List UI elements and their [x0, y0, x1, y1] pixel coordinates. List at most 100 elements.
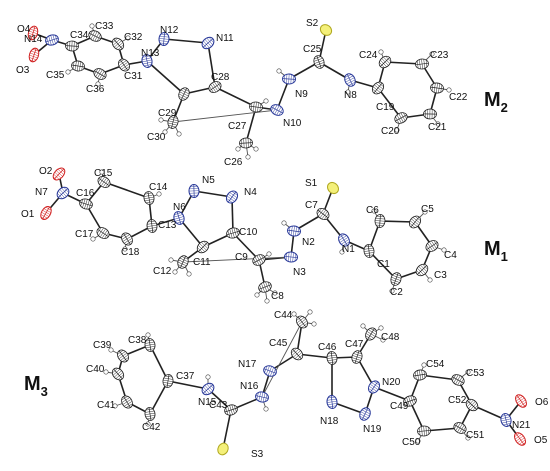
atom-label-c42: C42: [142, 422, 161, 433]
atom-label-n14: N14: [24, 34, 43, 45]
atom-n5: [188, 184, 200, 198]
atom-label-n11: N11: [216, 33, 234, 44]
hydrogen-atom: [380, 337, 386, 343]
atom-label-n13: N13: [141, 48, 160, 59]
atom-c36: [93, 68, 107, 80]
atom-c53: [451, 374, 465, 386]
atom-c7: [316, 208, 330, 220]
atom-c46: [326, 351, 338, 365]
bond-c37-n15: [167, 380, 209, 390]
atom-c52: [465, 398, 479, 412]
atom-label-c26: C26: [224, 157, 243, 168]
atom-label-o2: O2: [39, 166, 53, 177]
atom-label-o6: O6: [535, 397, 549, 408]
atom-label-c20: C20: [381, 126, 400, 137]
atom-o1: [40, 206, 52, 220]
atom-label-n7: N7: [35, 187, 48, 198]
atom-c22: [430, 82, 444, 94]
atom-label-c15: C15: [94, 168, 113, 179]
hydrogen-atom: [245, 154, 251, 160]
atom-label-c31: C31: [124, 71, 143, 82]
atom-label-c30: C30: [147, 132, 166, 143]
atom-label-n20: N20: [382, 377, 401, 388]
atom-n10: [270, 104, 284, 116]
atom-n1: [338, 233, 350, 247]
hydrogen-atom: [371, 208, 377, 214]
hydrogen-atom: [307, 309, 313, 315]
atom-label-n16: N16: [240, 381, 259, 392]
atom-c10: [226, 227, 240, 239]
atom-label-c25: C25: [303, 44, 322, 55]
atom-label-c54: C54: [426, 359, 445, 370]
hydrogen-atom: [435, 121, 441, 127]
atom-label-c13: C13: [158, 220, 177, 231]
hydrogen-atom: [291, 311, 297, 317]
atom-label-c51: C51: [466, 430, 485, 441]
atom-c24: [378, 55, 392, 69]
atom-o3: [28, 47, 40, 63]
hydrogen-atom: [172, 269, 178, 275]
atom-o4: [27, 25, 39, 41]
atom-label-c44: C44: [274, 310, 293, 321]
hydrogen-atom: [162, 129, 168, 135]
atom-s2: [319, 24, 333, 36]
atom-label-c28: C28: [211, 72, 230, 83]
atom-c30: [167, 115, 179, 129]
atom-label-s1: S1: [305, 178, 318, 189]
hydrogen-atom: [429, 51, 435, 57]
atom-c11: [196, 240, 210, 254]
atom-o5: [514, 432, 526, 446]
atom-label-c38: C38: [128, 335, 147, 346]
bond-n18-n19: [331, 401, 366, 415]
hydrogen-atom: [276, 68, 282, 74]
atom-label-n3: N3: [293, 267, 306, 278]
atom-label-o1: O1: [21, 209, 35, 220]
atom-label-c46: C46: [318, 342, 337, 353]
atom-c50: [417, 425, 431, 437]
atom-n4: [225, 190, 239, 204]
atom-label-c29: C29: [158, 108, 177, 119]
hydrogen-atom: [176, 131, 182, 137]
atom-c38: [144, 338, 156, 352]
hydrogen-atom: [235, 146, 241, 152]
hydrogen-atom: [427, 277, 433, 283]
atom-c35: [71, 60, 85, 72]
atom-c41: [121, 395, 133, 409]
atom-label-n4: N4: [244, 187, 257, 198]
atom-label-n5: N5: [202, 175, 215, 186]
atom-label-n1: N1: [342, 244, 355, 255]
hydrogen-atom: [272, 290, 278, 296]
atom-label-c49: C49: [390, 401, 409, 412]
atom-label-c17: C17: [75, 229, 94, 240]
atom-label-c40: C40: [86, 364, 105, 375]
hydrogen-atom: [254, 292, 260, 298]
atom-label-c32: C32: [124, 32, 143, 43]
atom-label-c21: C21: [428, 122, 447, 133]
atom-c20: [394, 112, 408, 124]
atom-n18: [326, 395, 338, 409]
bond-c29-n13: [146, 60, 185, 95]
hydrogen-atom: [360, 323, 366, 329]
atom-label-o5: O5: [534, 435, 548, 446]
atom-label-n10: N10: [283, 118, 302, 129]
atom-n3: [284, 251, 298, 263]
atom-c8: [258, 281, 272, 293]
atom-label-c11: C11: [193, 257, 211, 268]
atom-label-c19: C19: [376, 102, 395, 113]
atom-n14: [45, 34, 59, 46]
atom-label-c14: C14: [149, 182, 168, 193]
atom-c25: [313, 55, 325, 69]
hydrogen-atom: [446, 87, 452, 93]
atom-n12: [158, 32, 170, 46]
hydrogen-atom: [89, 23, 95, 29]
hydrogen-atom: [266, 251, 272, 257]
atom-label-n8: N8: [344, 90, 357, 101]
atom-label-s3: S3: [251, 449, 264, 460]
atom-label-c6: C6: [366, 205, 379, 216]
atom-label-c7: C7: [305, 200, 318, 211]
atom-c15: [97, 176, 111, 188]
atom-label-c3: C3: [434, 270, 447, 281]
atom-label-c9: C9: [235, 252, 248, 263]
hydrogen-atom: [378, 49, 384, 55]
atom-c13: [146, 219, 158, 233]
